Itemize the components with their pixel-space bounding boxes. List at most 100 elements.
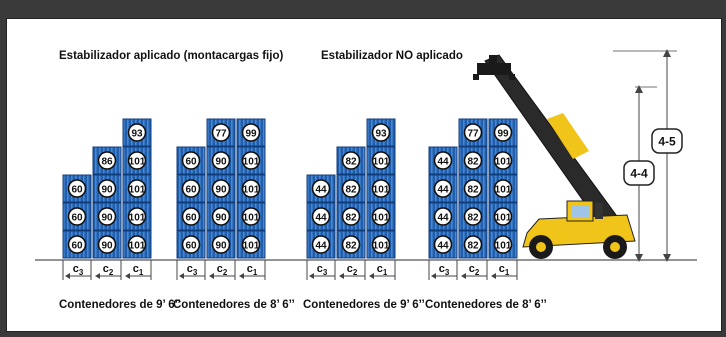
capacity-label: 101 xyxy=(129,213,146,224)
capacity-label: 90 xyxy=(101,185,113,196)
container: 82 xyxy=(336,174,366,203)
container: 82 xyxy=(458,146,488,175)
capacity-badge xyxy=(433,207,453,226)
distance-label: c2 xyxy=(347,263,358,277)
container: 101 xyxy=(236,174,266,203)
capacity-badge xyxy=(127,151,147,170)
capacity-badge xyxy=(493,207,513,226)
capacity-label: 101 xyxy=(373,185,390,196)
capacity-badge xyxy=(493,179,513,198)
capacity-badge xyxy=(181,151,201,170)
container: 101 xyxy=(236,230,266,259)
capacity-badge xyxy=(241,151,261,170)
capacity-badge xyxy=(371,151,391,170)
capacity-label: 44 xyxy=(437,185,449,196)
capacity-label: 60 xyxy=(71,213,83,224)
distance-label: c2 xyxy=(103,263,114,277)
capacity-label: 101 xyxy=(495,185,512,196)
container: 44 xyxy=(428,174,458,203)
container: 101 xyxy=(366,174,396,203)
capacity-badge xyxy=(433,235,453,254)
capacity-badge xyxy=(341,179,361,198)
capacity-label: 101 xyxy=(129,241,146,252)
height-label-outer: 4-5 xyxy=(658,135,676,149)
caption-stabilized-9ft6: Contenedores de 9’ 6’’ xyxy=(59,299,181,311)
capacity-label: 93 xyxy=(131,129,143,140)
left-arrow-icon xyxy=(125,273,130,279)
container: 101 xyxy=(488,174,518,203)
heading-stabilized: Estabilizador aplicado (montacargas fijo… xyxy=(59,50,284,62)
capacity-badge xyxy=(341,151,361,170)
container: 60 xyxy=(62,174,92,203)
capacity-badge xyxy=(311,235,331,254)
capacity-label: 101 xyxy=(495,213,512,224)
left-arrow-icon xyxy=(309,273,314,279)
capacity-label: 101 xyxy=(373,213,390,224)
distance-label: c3 xyxy=(187,263,198,277)
left-arrow-icon xyxy=(339,273,344,279)
container: 90 xyxy=(206,202,236,231)
distance-marker-c1: c1 xyxy=(369,260,396,280)
container: 101 xyxy=(366,146,396,175)
left-arrow-icon xyxy=(209,273,214,279)
capacity-badge xyxy=(97,179,117,198)
capacity-badge xyxy=(463,123,483,142)
capacity-badge xyxy=(341,235,361,254)
capacity-label: 77 xyxy=(215,129,227,140)
capacity-label: 90 xyxy=(215,185,227,196)
container: 101 xyxy=(488,146,518,175)
capacity-badge xyxy=(493,123,513,142)
left-arrow-icon xyxy=(239,273,244,279)
capacity-label: 60 xyxy=(185,185,197,196)
capacity-badge xyxy=(463,151,483,170)
left-arrow-icon xyxy=(431,273,436,279)
capacity-label: 60 xyxy=(185,213,197,224)
capacity-label: 99 xyxy=(245,129,257,140)
height-label-inner: 4-4 xyxy=(630,167,648,181)
distance-marker-c1: c1 xyxy=(491,260,518,280)
capacity-badge xyxy=(211,235,231,254)
container: 44 xyxy=(428,202,458,231)
container: 93 xyxy=(122,118,152,147)
capacity-badge xyxy=(463,207,483,226)
container: 101 xyxy=(122,202,152,231)
left-arrow-icon xyxy=(95,273,100,279)
capacity-label: 60 xyxy=(71,241,83,252)
capacity-label: 44 xyxy=(315,241,327,252)
capacity-badge xyxy=(311,179,331,198)
container: 44 xyxy=(306,230,336,259)
container: 82 xyxy=(336,230,366,259)
capacity-label: 44 xyxy=(437,213,449,224)
container: 44 xyxy=(306,174,336,203)
distance-label: c1 xyxy=(499,263,510,277)
capacity-badge xyxy=(181,207,201,226)
capacity-label: 60 xyxy=(71,185,83,196)
distance-marker-c2: c2 xyxy=(209,260,236,280)
distance-marker-c3: c3 xyxy=(176,260,206,280)
capacity-badge xyxy=(241,207,261,226)
left-arrow-icon xyxy=(179,273,184,279)
distance-marker-c2: c2 xyxy=(95,260,122,280)
capacity-label: 82 xyxy=(345,185,357,196)
left-arrow-icon xyxy=(369,273,374,279)
container: 101 xyxy=(122,174,152,203)
capacity-label: 90 xyxy=(215,241,227,252)
capacity-label: 90 xyxy=(215,213,227,224)
container: 44 xyxy=(428,230,458,259)
reach-stacker-icon xyxy=(473,54,636,259)
container: 60 xyxy=(176,146,206,175)
container: 101 xyxy=(122,230,152,259)
capacity-badge xyxy=(211,207,231,226)
container: 101 xyxy=(236,146,266,175)
distance-label: c3 xyxy=(73,263,84,277)
container: 44 xyxy=(306,202,336,231)
capacity-badge xyxy=(371,123,391,142)
capacity-badge xyxy=(311,207,331,226)
capacity-badge xyxy=(241,179,261,198)
container: 101 xyxy=(488,230,518,259)
capacity-label: 101 xyxy=(373,157,390,168)
capacity-badge xyxy=(371,207,391,226)
